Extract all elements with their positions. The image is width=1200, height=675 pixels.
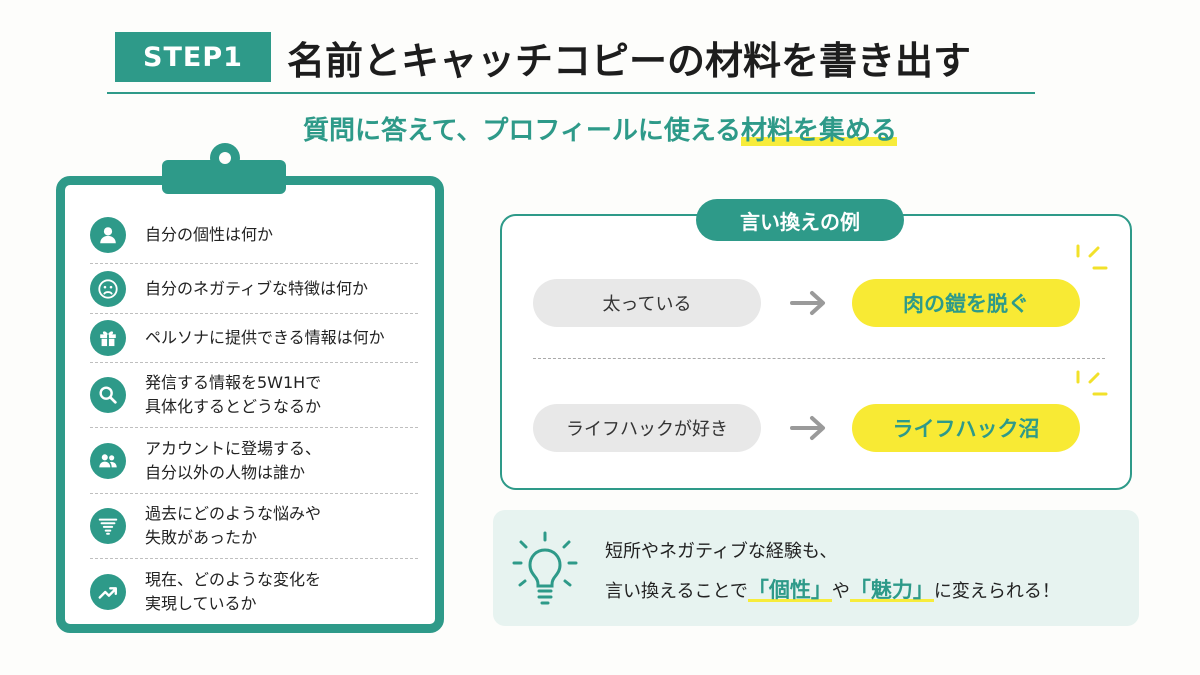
example-before-pill: 太っている: [533, 279, 761, 327]
list-item: ペルソナに提供できる情報は何か: [90, 314, 418, 363]
question-text: 発信する情報を5W1Hで 具体化するとどうなるか: [145, 373, 322, 416]
example-before-pill: ライフハックが好き: [533, 404, 761, 452]
people-icon: [90, 442, 126, 479]
question-list: 自分の個性は何か 自分のネガティブな特徴は何か ペルソナに提供できる情報は何か …: [90, 207, 418, 624]
list-item: 現在、どのような変化を 実現しているか: [90, 559, 418, 624]
clipboard-ring-icon: [210, 143, 240, 173]
divider: [533, 358, 1105, 359]
list-item: 自分のネガティブな特徴は何か: [90, 264, 418, 314]
person-icon: [90, 217, 126, 253]
question-text: ペルソナに提供できる情報は何か: [145, 328, 385, 347]
subtitle: 質問に答えて、プロフィールに使える材料を集める: [0, 110, 1200, 147]
arrow-right-icon: [790, 416, 825, 440]
example-after-pill: ライフハック沼: [852, 404, 1080, 452]
question-text: 自分のネガティブな特徴は何か: [145, 278, 369, 298]
sad-face-icon: [90, 270, 126, 307]
sparkle-icon: [1076, 244, 1108, 270]
tip-emphasis-charm: 「魅力」: [849, 578, 934, 602]
question-text: 過去にどのような悩みや 失敗があったか: [145, 504, 322, 547]
page-title: 名前とキャッチコピーの材料を書き出す: [287, 39, 972, 83]
tip-emphasis-individuality: 「個性」: [747, 578, 832, 602]
subtitle-highlight: 材料を集める: [741, 116, 898, 146]
question-text: 自分の個性は何か: [145, 225, 274, 244]
list-item: 自分の個性は何か: [90, 207, 418, 264]
example-after-pill: 肉の鎧を脱ぐ: [852, 279, 1080, 327]
tip-line-1: 短所やネガティブな経験も、: [605, 541, 838, 562]
list-item: 過去にどのような悩みや 失敗があったか: [90, 494, 418, 559]
gift-icon: [90, 320, 126, 356]
examples-label: 言い換えの例: [696, 199, 904, 241]
list-item: 発信する情報を5W1Hで 具体化するとどうなるか: [90, 363, 418, 428]
arrow-right-icon: [790, 291, 825, 315]
tip-line-2: 言い換えることで「個性」や「魅力」に変えられる！: [605, 574, 1060, 604]
tip-box: [493, 510, 1139, 626]
tip-text: に変えられる！: [933, 581, 1060, 602]
sparkle-icon: [1076, 370, 1108, 396]
subtitle-lead: 質問に答えて、プロフィールに使える: [302, 116, 742, 146]
step-badge: STEP1: [115, 32, 271, 82]
header: STEP1 名前とキャッチコピーの材料を書き出す: [107, 18, 1035, 94]
question-text: 現在、どのような変化を 実現しているか: [145, 569, 322, 613]
tip-text: や: [831, 581, 850, 602]
tornado-icon: [90, 508, 126, 544]
lightbulb-icon: [512, 531, 578, 605]
question-text: アカウントに登場する、 自分以外の人物は誰か: [145, 438, 322, 482]
magnifier-icon: [90, 377, 126, 413]
tip-text: 言い換えることで: [605, 581, 748, 602]
trend-up-icon: [90, 573, 126, 610]
list-item: アカウントに登場する、 自分以外の人物は誰か: [90, 428, 418, 494]
question-clipboard: 自分の個性は何か 自分のネガティブな特徴は何か ペルソナに提供できる情報は何か …: [56, 176, 444, 633]
